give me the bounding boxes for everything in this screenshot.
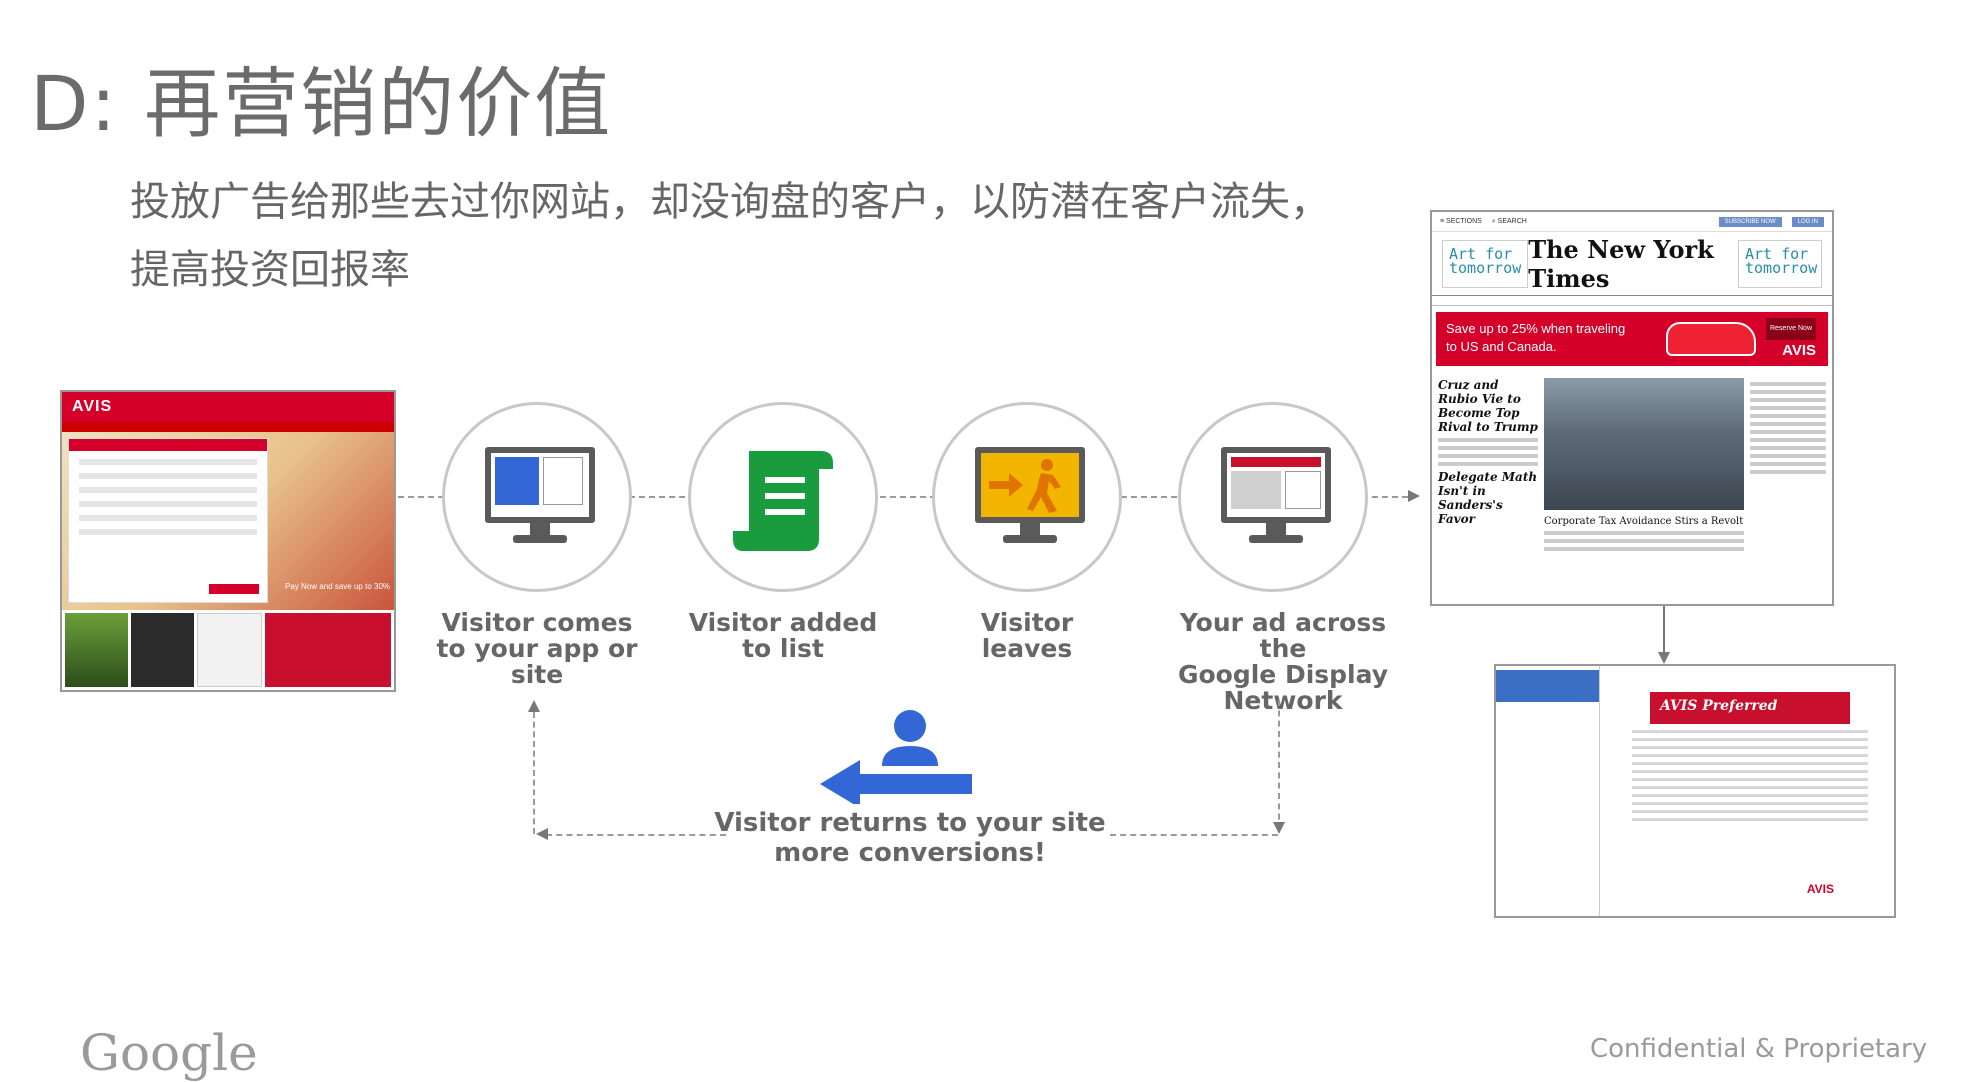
step-4-label: Your ad across the Google Display Networ… (1158, 610, 1408, 714)
arrow-right-icon (1408, 490, 1420, 502)
avis-reservation-form (68, 438, 268, 603)
nyt-to-email-connector (1663, 606, 1665, 654)
arrow-up-icon (528, 700, 540, 712)
scroll-list-icon (729, 443, 841, 555)
subtitle-line-2: 提高投资回报率 (130, 236, 1360, 304)
step-3-circle (932, 402, 1122, 592)
return-connector-right (1278, 700, 1280, 830)
step-1-circle (442, 402, 632, 592)
nyt-headline[interactable]: Corporate Tax Avoidance Stirs a Revolt (1544, 516, 1744, 527)
avis-preferred-banner: AVIS Preferred (1650, 692, 1850, 724)
return-connector-bottom-right (1110, 834, 1278, 836)
slide-subtitle: 投放广告给那些去过你网站，却没询盘的客户，以防潜在客户流失， 提高投资回报率 (130, 168, 1360, 304)
nyt-masthead: The New York Times (1528, 235, 1738, 293)
confidential-label: Confidential & Proprietary (1590, 1034, 1927, 1064)
nyt-headline[interactable]: Delegate Math Isn't in Sanders's Favor (1438, 470, 1538, 526)
return-label: Visitor returns to your site more conver… (700, 808, 1120, 868)
avis-logo: AVIS (72, 398, 112, 416)
slide-title: D: 再营销的价值 (30, 42, 612, 152)
google-logo: Google (80, 1024, 258, 1082)
avis-banner-ad[interactable]: Save up to 25% when traveling to US and … (1436, 312, 1828, 366)
subtitle-line-1: 投放广告给那些去过你网站，却没询盘的客户，以防潜在客户流失， (130, 168, 1360, 236)
step-2-label: Visitor added to list (678, 610, 888, 662)
arrow-down-icon (1658, 652, 1670, 664)
nyt-news-photo (1544, 378, 1744, 510)
step-3-label: Visitor leaves (922, 610, 1132, 662)
arrow-left-icon (536, 828, 548, 840)
return-connector-left (533, 712, 535, 834)
avis-website-screenshot: AVIS Pay Now and save up to 30% (60, 390, 396, 692)
reserve-now-button[interactable]: Reserve Now (1766, 318, 1816, 340)
avis-email-logo: AVIS (1807, 882, 1834, 896)
avis-promo-text: Pay Now and save up to 30% (285, 582, 390, 591)
avis-email-screenshot: AVIS Preferred AVIS (1494, 664, 1896, 918)
arrow-down-icon (1273, 822, 1285, 834)
return-connector-bottom-left (546, 834, 726, 836)
nyt-headline[interactable]: Cruz and Rubio Vie to Become Top Rival t… (1438, 378, 1538, 434)
person-arrow-left-icon (820, 708, 980, 804)
email-inbox-list (1496, 666, 1600, 916)
step-4-circle (1178, 402, 1368, 592)
avis-promo-tiles (62, 610, 394, 690)
exit-sign-icon (981, 453, 1079, 517)
step-1-label: Visitor comes to your app or site (432, 610, 642, 688)
step-2-circle (688, 402, 878, 592)
avis-ad-logo: AVIS (1782, 342, 1816, 360)
email-body: AVIS Preferred AVIS (1606, 666, 1894, 916)
car-image (1666, 322, 1756, 356)
avis-nav-bar (62, 422, 394, 432)
avis-hero: Pay Now and save up to 30% (62, 432, 394, 610)
